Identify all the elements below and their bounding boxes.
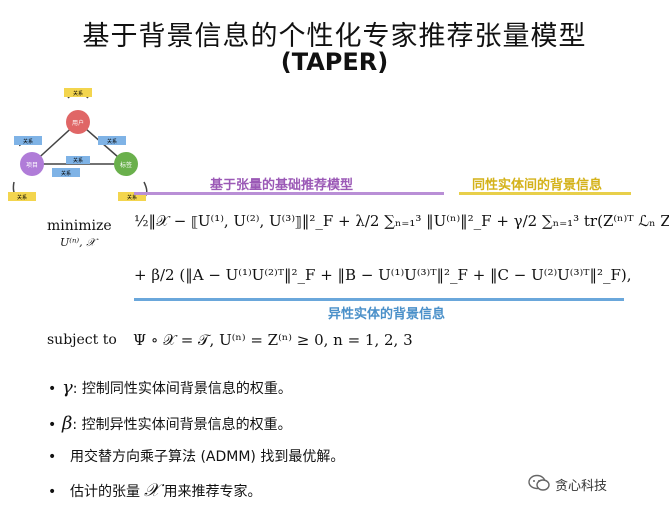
underline-base-model: [134, 192, 444, 195]
edge-label: 关系: [17, 194, 27, 201]
bullet-dot: •: [48, 417, 57, 433]
minimize-variables: U⁽ⁿ⁾, 𝒳: [60, 236, 96, 249]
watermark: 贪心科技: [555, 479, 608, 494]
bullet-dot: •: [48, 484, 57, 500]
node-left-label: 项目: [26, 162, 38, 169]
annotation-homo-context: 同性实体间的背景信息: [472, 178, 603, 193]
entity-relation-diagram: 用户 项目 标签 关系 关系 关系 关系 关系 关系 关系: [8, 88, 148, 201]
page-title: 基于背景信息的个性化专家推荐张量模型: [82, 21, 587, 52]
bullet-dot: •: [48, 381, 57, 397]
constraint-expression: Ψ ∘ 𝒳 = 𝒯, U⁽ⁿ⁾ = Z⁽ⁿ⁾ ≥ 0, n = 1, 2, 3: [133, 331, 413, 349]
edge-label: 关系: [73, 90, 83, 97]
annotation-hetero-context: 异性实体的背景信息: [328, 307, 446, 322]
edge-label: 关系: [107, 138, 117, 145]
underline-hetero-context: [134, 298, 624, 301]
bullet-admm: • 用交替方向乘子算法 (ADMM) 找到最优解。: [48, 446, 344, 466]
bullet-text: : 控制同性实体间背景信息的权重。: [72, 381, 292, 397]
node-top-label: 用户: [72, 119, 84, 127]
minimize-label: minimize: [47, 218, 112, 234]
bullet-text: 用来推荐专家。: [163, 484, 262, 500]
objective-line-1: ½‖𝒳 − ⟦U⁽¹⁾, U⁽²⁾, U⁽³⁾⟧‖²_F + λ/2 ∑ₙ₌₁³…: [134, 212, 669, 230]
tensor-symbol: 𝒳: [144, 480, 160, 501]
node-right: [114, 152, 138, 176]
edge-label: 关系: [73, 157, 83, 164]
bullet-text: 用交替方向乘子算法 (ADMM) 找到最优解。: [70, 449, 345, 465]
bullet-dot: •: [48, 449, 57, 465]
edge-label: 关系: [127, 194, 137, 201]
node-left: [20, 152, 44, 176]
edge-label: 关系: [23, 138, 33, 145]
edge-label: 关系: [61, 170, 71, 177]
gamma-symbol: γ: [62, 377, 73, 398]
bullet-beta: • β: 控制异性实体间背景信息的权重。: [48, 413, 292, 434]
objective-line-2: + β/2 (‖A − U⁽¹⁾U⁽²⁾ᵀ‖²_F + ‖B − U⁽¹⁾U⁽³…: [134, 266, 632, 284]
beta-symbol: β: [62, 413, 73, 434]
page-subtitle: (TAPER): [280, 48, 389, 76]
bullet-text: : 控制异性实体间背景信息的权重。: [72, 417, 292, 433]
annotation-base-model: 基于张量的基础推荐模型: [210, 178, 354, 193]
wechat-icon: [528, 474, 550, 491]
subject-to-label: subject to: [47, 332, 117, 348]
underline-homo-context: [459, 192, 631, 195]
bullet-text-before: 估计的张量: [70, 484, 140, 500]
node-top: [66, 110, 90, 134]
node-right-label: 标签: [120, 161, 132, 169]
bullet-gamma: • γ: 控制同性实体间背景信息的权重。: [48, 377, 292, 398]
